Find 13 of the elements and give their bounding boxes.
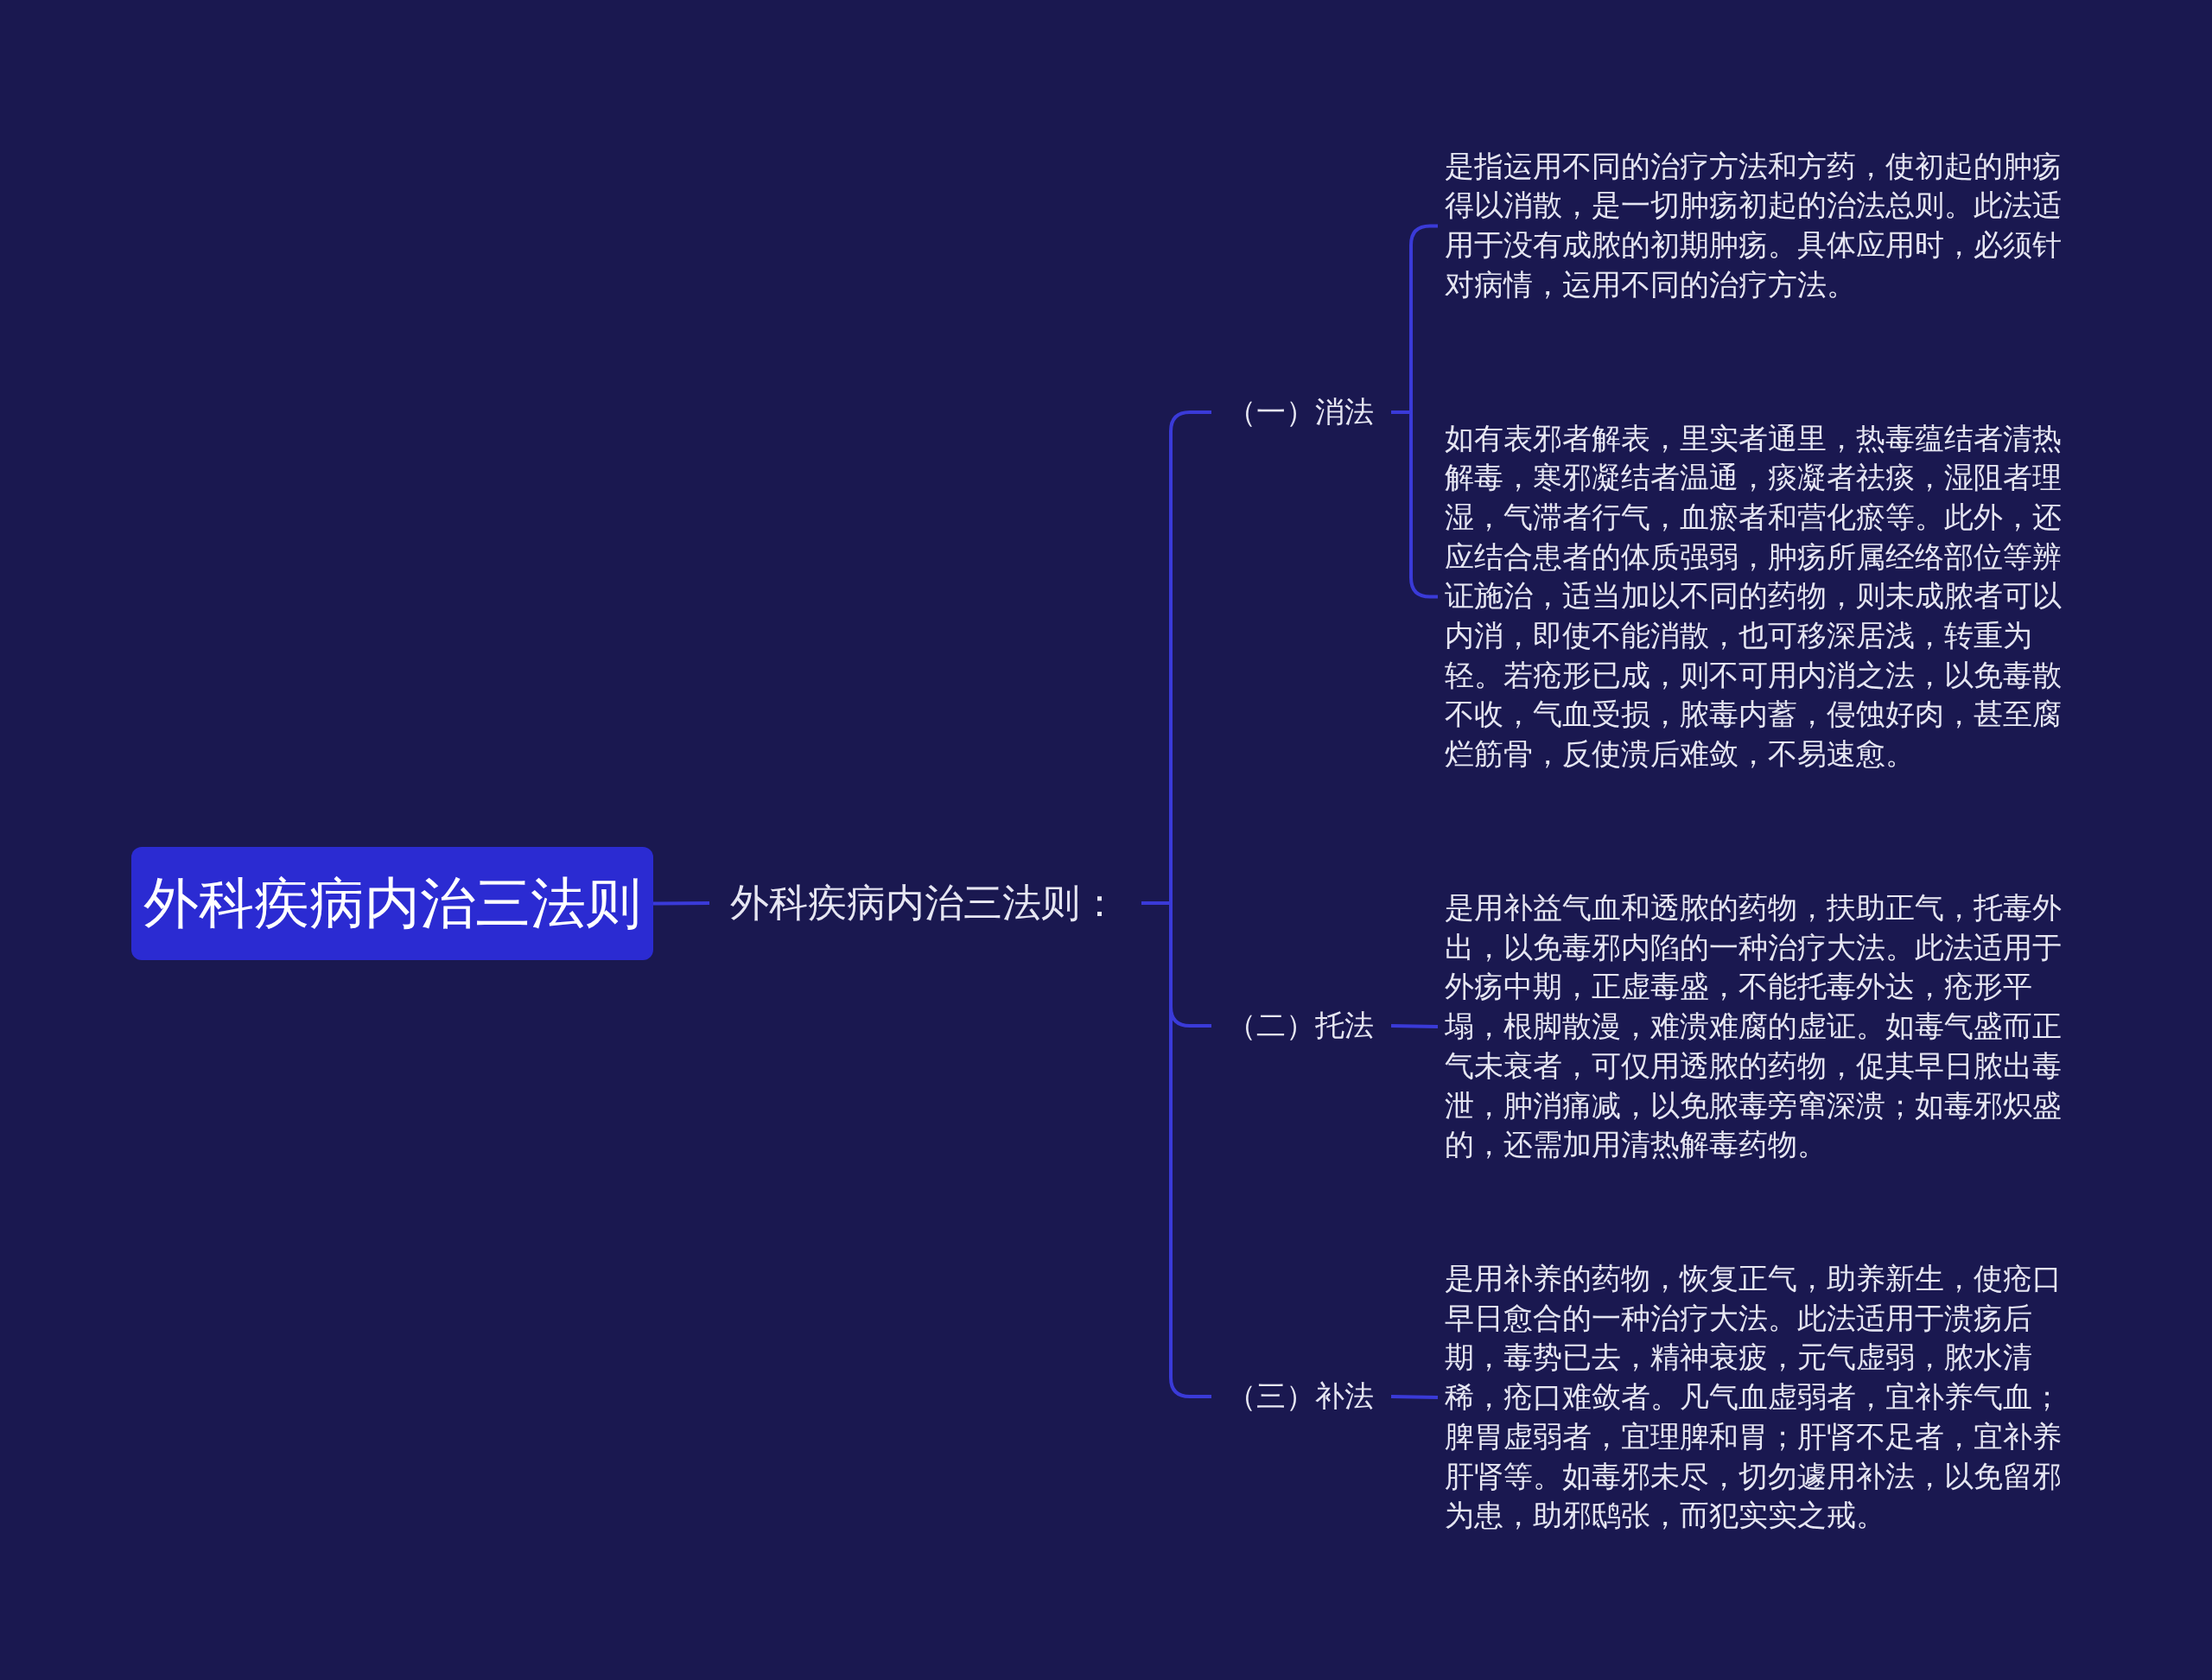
branch-label: （一）消法 [1218,387,1382,437]
connector-line [1390,1395,1439,1399]
description-text: 如有表邪者解表，里实者通里，热毒蕴结者清热解毒，寒邪凝结者温通，痰凝者祛痰，湿阻者理湿，气滞者行气，血瘀者和营化瘀等。此外，还应结合患者的体质强弱，肿疡所属经络部位等辨证施治，适当加以不同的药物，则未成脓者可以内消，即使不能消散，也可移深居浅，转重为轻。若疮形已成，则不可用内消之法，以免毒散不收，气血受损，脓毒内蓄，侵蚀好肉，甚至腐烂筋骨，反使溃后难敛，不易速愈。 [1445,418,2067,774]
branch-label: （二）托法 [1218,1001,1382,1051]
connector-line [1141,901,1211,1398]
subtopic-text: 外科疾病内治三法则： [709,870,1133,936]
description-text: 是指运用不同的治疗方法和方药，使初起的肿疡得以消散，是一切肿疡初起的治法总则。此法适用于没有成脓的初期肿疡。具体应用时，必须针对病情，运用不同的治疗方法。 [1445,146,2067,305]
connector-line [653,901,709,906]
root-topic-box: 外科疾病内治三法则 [131,846,653,960]
connector-line [1390,1024,1439,1028]
description-text: 是用补益气血和透脓的药物，扶助正气，托毒外出，以免毒邪内陷的一种治疗大法。此法适用于外疡中期，正虚毒盛，不能托毒外达，疮形平塌，根脚散漫，难溃难腐的虚证。如毒气盛而正气未衰者，可仅用透脓的药物，促其早日脓出毒泄，肿消痛减，以免脓毒旁窜深溃；如毒邪炽盛的，还需加用清热解毒药物。 [1445,888,2067,1165]
branch-label: （三）补法 [1218,1371,1382,1422]
description-text: 是用补养的药物，恢复正气，助养新生，使疮口早日愈合的一种治疗大法。此法适用于溃疡后期，毒势已去，精神衰疲，元气虚弱，脓水清稀，疮口难敛者。凡气血虚弱者，宜补养气血；脾胃虚弱者，宜理脾和胃；肝肾不足者，宜补养肝肾等。如毒邪未尽，切勿遽用补法，以免留邪为患，助邪鸱张，而犯实实之戒。 [1445,1259,2067,1536]
